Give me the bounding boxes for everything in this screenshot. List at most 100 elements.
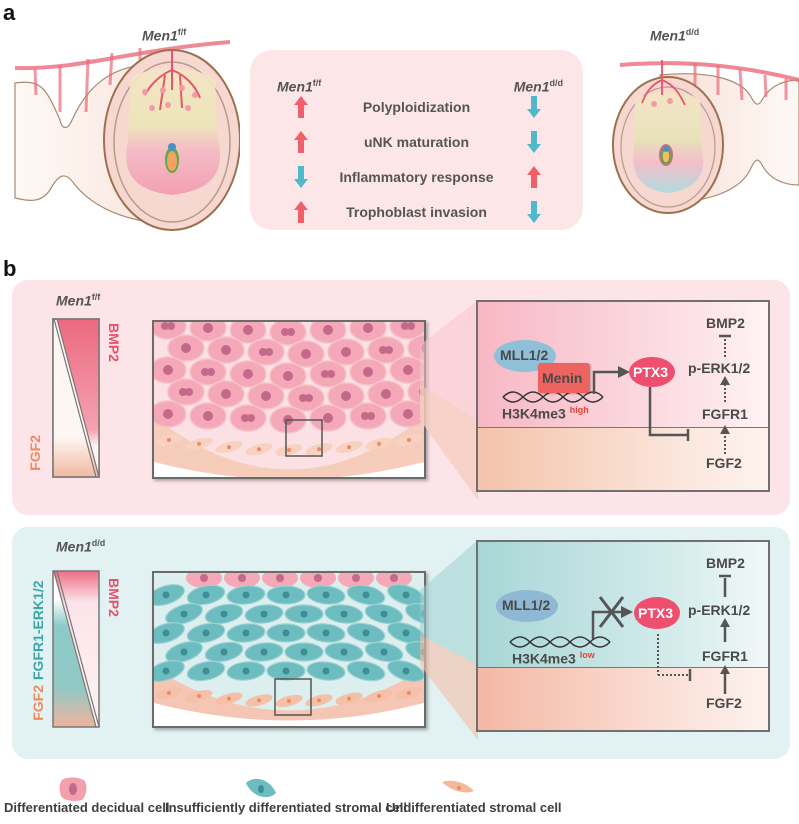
decidual-cell [269, 322, 307, 346]
stromal-cell [165, 603, 203, 625]
decidual-cell [229, 404, 267, 432]
undifferentiated-cell [365, 690, 393, 703]
fgfr1-node: FGFR1 [702, 406, 748, 422]
undifferentiated-cell [155, 686, 183, 700]
control-tissue-image [152, 320, 426, 479]
control-gradient-triangle [52, 318, 100, 478]
fgf2-node: FGF2 [706, 455, 742, 471]
decidual-cell [389, 356, 424, 384]
left-genotype-label: Men1f/f [142, 27, 186, 44]
arrow-up-icon [294, 131, 308, 153]
legend-label: Insufficiently differentiated stromal ce… [165, 800, 407, 815]
undifferentiated-cell [365, 437, 393, 450]
undifferentiated-cell [395, 433, 423, 447]
knockout-pathway-diagram: MLL1/2 PTX3 H3K4me3 low BMP2 p-ERK1/2 FG… [476, 540, 770, 732]
genotype-base: Men1 [142, 27, 178, 44]
stromal-cell [364, 603, 404, 625]
knockout-pathway-arrows [509, 574, 731, 694]
decidual-cell [309, 322, 347, 344]
ptx3-label: PTX3 [638, 605, 674, 621]
genotype-sup: f/f [177, 27, 187, 37]
decidual-cell [269, 362, 307, 390]
decidual-cell [167, 378, 205, 406]
stromal-cell [387, 584, 424, 606]
perk-node: p-ERK1/2 [688, 360, 751, 376]
undifferentiated-cell [215, 692, 243, 705]
stromal-cell [387, 622, 424, 644]
genotype-sup: d/d [549, 78, 564, 88]
stromal-cell [387, 660, 424, 682]
summary-row-label: Polyploidization [362, 99, 471, 115]
stromal-cell [346, 584, 386, 606]
stromal-cell-icon [246, 778, 276, 798]
knockout-uterus-illustration [612, 60, 799, 214]
menin-label: Menin [542, 370, 583, 386]
decidual-cell [349, 322, 387, 342]
genotype-sup: f/f [91, 292, 101, 302]
panel-b-letter: b [3, 256, 17, 281]
summary-row-label: Trophoblast invasion [346, 204, 487, 220]
decidual-cell [229, 322, 267, 344]
summary-header-left: Men1f/f [277, 78, 321, 95]
zoom-region-box [285, 419, 323, 457]
undifferentiated-cell [335, 692, 363, 705]
decidual-cells-field [154, 322, 424, 477]
stromal-cell [324, 604, 364, 624]
genotype-sup: d/d [685, 27, 700, 37]
undifferentiated-cell [215, 441, 243, 454]
summary-row: Trophoblast invasion [250, 201, 583, 225]
knockout-fgfr1-erk-label: FGFR1-ERK1/2 [30, 580, 46, 680]
arrow-down-icon [527, 96, 541, 118]
arrow-up-icon [527, 166, 541, 188]
summary-header-right: Men1d/d [514, 78, 563, 95]
knockout-genotype-label: Men1d/d [56, 538, 105, 555]
control-bmp2-label: BMP2 [106, 323, 122, 362]
decidual-cell [287, 384, 325, 412]
arrow-down-icon [294, 166, 308, 188]
genotype-base: Men1 [650, 27, 686, 44]
decidual-cell [338, 573, 374, 588]
stromal-cell [244, 604, 284, 624]
undifferentiated-cell [395, 686, 423, 700]
decidual-cell [207, 380, 245, 408]
summary-row: uNK maturation [250, 131, 583, 155]
undifferentiated-cell [305, 694, 333, 707]
decidual-cell [262, 573, 298, 588]
decidual-cell [207, 336, 245, 364]
decidual-cell [367, 336, 405, 364]
knockout-fgf2-label: FGF2 [30, 685, 46, 721]
control-pathway-diagram: MLL1/2 Menin PTX3 H3K4me3 high BMP2 p-ER… [476, 300, 770, 492]
decidual-cell [349, 402, 387, 430]
stromal-cell [204, 603, 244, 625]
decidual-cell [309, 404, 347, 432]
decidual-cell [224, 573, 260, 588]
decidual-cell [349, 358, 387, 386]
stromal-cell [186, 660, 226, 682]
stromal-cell [154, 660, 185, 682]
perk-node: p-ERK1/2 [688, 602, 751, 618]
knockout-tissue-image [152, 571, 426, 728]
genotype-base: Men1 [277, 78, 313, 95]
histone-level: high [569, 405, 589, 415]
summary-row-label: Inflammatory response [339, 169, 494, 185]
stromal-cell [346, 660, 386, 682]
knockout-gradient-triangle [52, 570, 100, 728]
stromal-cell [266, 661, 306, 681]
decidual-cell [327, 338, 365, 366]
legend-label: Undifferentiated stromal cell [386, 800, 562, 815]
fgf2-node: FGF2 [706, 695, 742, 711]
bmp2-node: BMP2 [706, 555, 745, 571]
knockout-bmp2-label: BMP2 [106, 578, 122, 617]
stromal-cell [266, 623, 306, 643]
control-fgf2-label: FGF2 [27, 435, 43, 471]
decidual-cell [287, 340, 325, 368]
histone-level: low [579, 650, 595, 660]
genotype-base: Men1 [513, 78, 550, 95]
summary-row-label: uNK maturation [364, 134, 469, 150]
knockout-zoom-connector [420, 540, 478, 740]
legend-label: Differentiated decidual cell [4, 800, 170, 815]
histone-label: H3K4me3 [502, 405, 566, 422]
undifferentiated-cell-icon [442, 780, 474, 793]
arrow-down-icon [527, 201, 541, 223]
